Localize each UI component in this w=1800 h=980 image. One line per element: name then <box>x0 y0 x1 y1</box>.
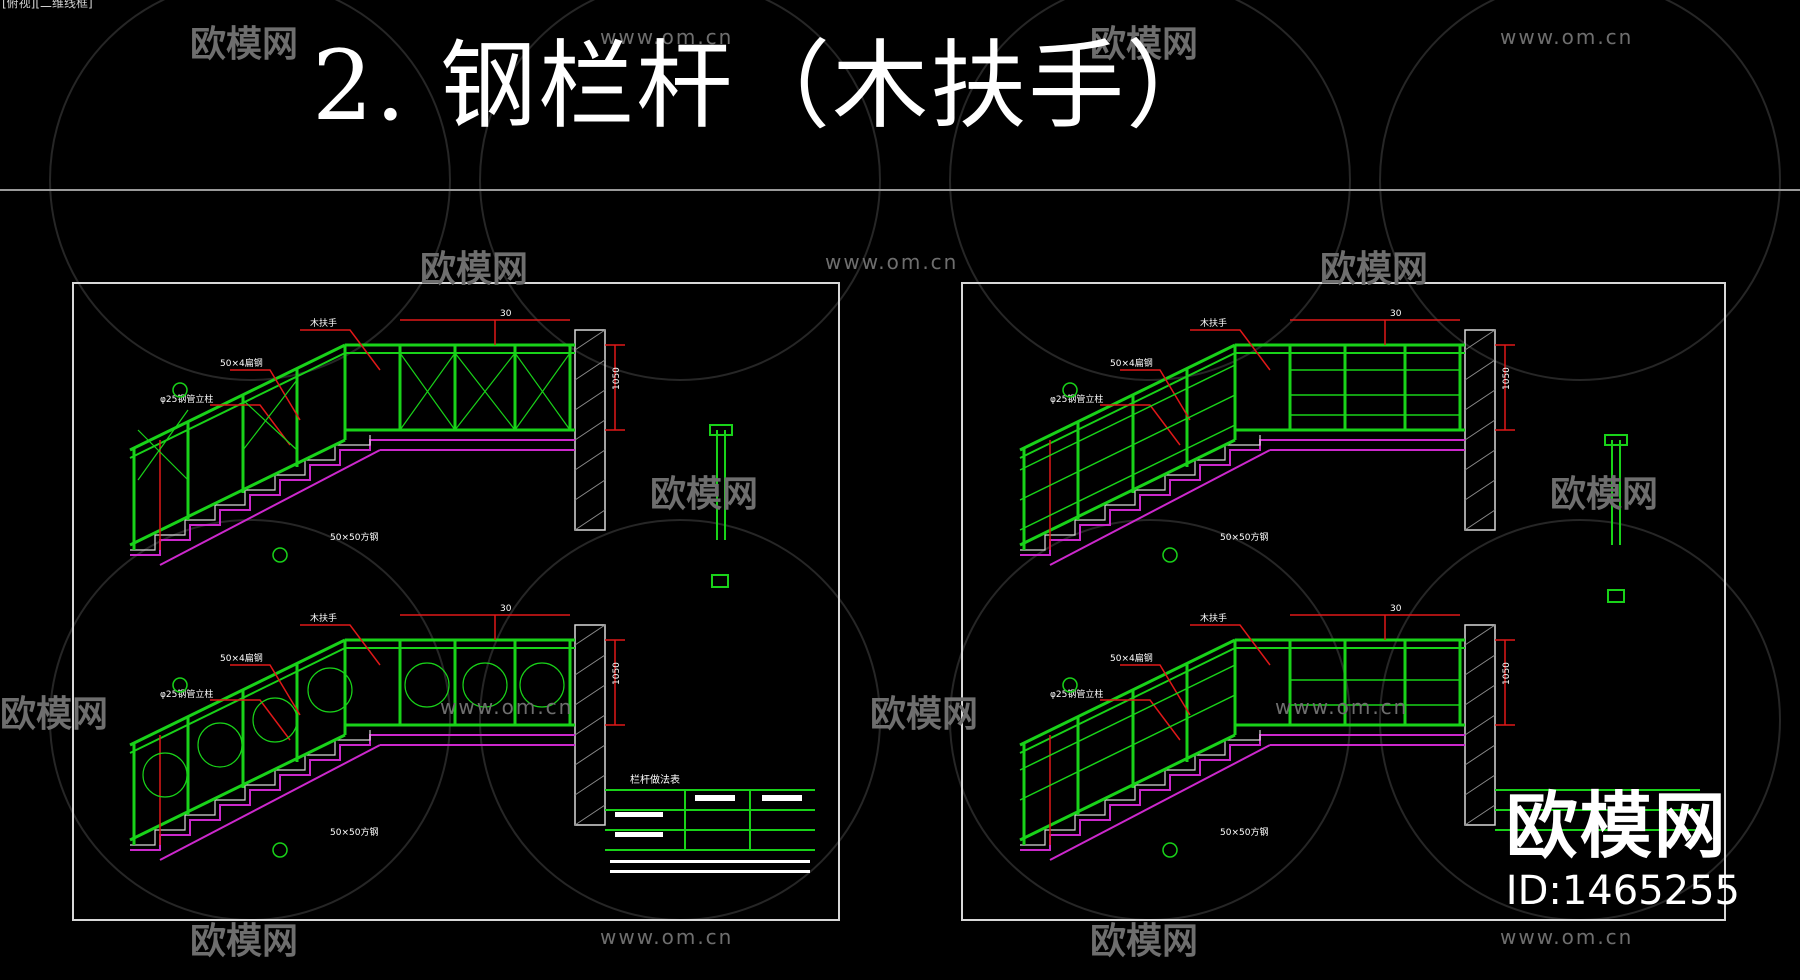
left-sheet-frame[interactable] <box>72 282 840 921</box>
viewport-tag[interactable]: [俯视][二维线框] <box>2 0 93 10</box>
brand-logo: 欧模网 <box>1505 784 1728 868</box>
right-sheet-frame[interactable] <box>961 282 1726 921</box>
railing-schedule-table[interactable]: 栏杆做法表 <box>605 773 815 873</box>
brand-id: ID:1465255 <box>1505 868 1740 914</box>
right-top-stair-elevation[interactable] <box>1018 307 1517 567</box>
right-top-bar-pattern <box>1019 364 1460 531</box>
left-bottom-stair-elevation[interactable] <box>128 602 627 862</box>
right-railing-schedule-table[interactable] <box>1495 789 1700 831</box>
left-bottom-circle-pattern <box>142 662 565 798</box>
right-section-detail[interactable] <box>1604 434 1628 603</box>
brand-block: 欧模网 ID:1465255 <box>1506 790 1740 914</box>
page-title: 2. 钢栏杆（木扶手） <box>312 30 1225 142</box>
left-section-detail[interactable] <box>709 424 733 588</box>
right-bottom-bar-pattern <box>1019 664 1460 801</box>
table-title: 栏杆做法表 <box>630 773 680 786</box>
left-top-stair-elevation[interactable] <box>128 307 627 567</box>
right-bottom-stair-elevation[interactable] <box>1018 602 1517 862</box>
left-top-x-pattern <box>137 352 571 481</box>
